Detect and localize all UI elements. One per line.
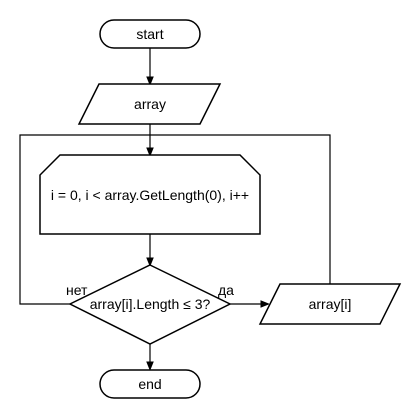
- end-node: end: [99, 369, 201, 399]
- condition-node: array[i].Length ≤ 3?: [68, 264, 232, 345]
- edge-output-loop-back: [150, 134, 331, 284]
- start-node: start: [99, 19, 201, 49]
- edge-condition-no-loop-back: [19, 134, 150, 305]
- end-label: end: [138, 376, 161, 392]
- no-branch-label: нет: [66, 282, 88, 298]
- input-node: array: [77, 83, 222, 125]
- loop-node: i = 0, i < array.GetLength(0), i++: [39, 154, 261, 235]
- start-label: start: [136, 26, 163, 42]
- output-node: array[i]: [258, 283, 402, 325]
- input-label: array: [134, 96, 166, 112]
- condition-label: array[i].Length ≤ 3?: [90, 296, 211, 312]
- output-label: array[i]: [309, 296, 352, 312]
- loop-label: i = 0, i < array.GetLength(0), i++: [51, 187, 249, 203]
- yes-branch-label: да: [218, 282, 234, 298]
